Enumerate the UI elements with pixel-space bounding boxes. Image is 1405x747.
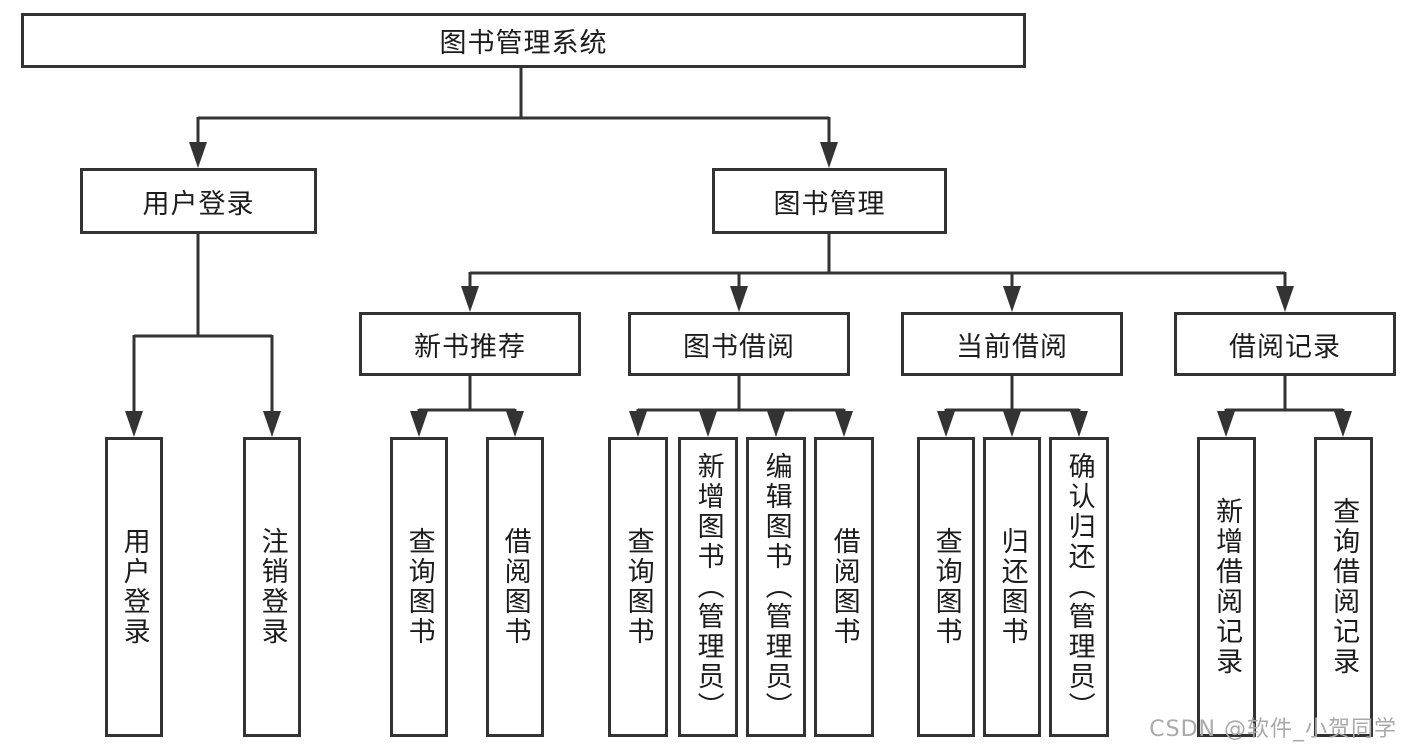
arrowhead (189, 142, 207, 168)
node-current-borrow: 当前借阅 (901, 312, 1123, 376)
leaf-edit-book-admin: 编辑图书（管理员） (746, 437, 806, 737)
leaf-add-book-admin: 新增图书（管理员） (678, 437, 738, 737)
arrowhead (820, 142, 838, 168)
arrowhead (1276, 286, 1294, 312)
leaf-borrow-book: 借阅图书 (814, 437, 874, 737)
leaf-logout-label: 注销登录 (256, 527, 288, 647)
leaf-query-borrow-record-label: 查询借阅记录 (1328, 497, 1360, 677)
leaf-return-book-label: 归还图书 (996, 527, 1028, 647)
leaf-query-books-borrow: 查询图书 (608, 437, 668, 737)
arrowhead (263, 411, 281, 437)
leaf-add-book-admin-label: 新增图书（管理员） (692, 452, 724, 722)
connector-new-books-to-leaves (410, 376, 524, 437)
leaf-query-books-borrow-label: 查询图书 (622, 527, 654, 647)
leaf-edit-book-admin-label: 编辑图书（管理员） (760, 452, 792, 722)
arrowhead (461, 286, 479, 312)
node-book-borrow: 图书借阅 (628, 312, 850, 376)
arrowhead (629, 411, 647, 437)
leaf-return-book: 归还图书 (983, 437, 1041, 737)
arrowhead (1334, 411, 1352, 437)
connector-borrow-records-to-leaves (1217, 376, 1352, 437)
connector-current-borrow-to-leaves (937, 376, 1088, 437)
leaf-borrow-book-label: 借阅图书 (828, 527, 860, 647)
node-new-book-recommend: 新书推荐 (359, 312, 581, 376)
arrowhead (1217, 411, 1235, 437)
leaf-confirm-return-admin: 确认归还（管理员） (1049, 437, 1109, 737)
leaf-query-books-recommend: 查询图书 (390, 437, 448, 737)
arrowhead (506, 411, 524, 437)
leaf-borrow-books-recommend-label: 借阅图书 (499, 527, 531, 647)
leaf-logout: 注销登录 (243, 437, 301, 737)
arrowhead (1070, 411, 1088, 437)
leaf-add-borrow-record-label: 新增借阅记录 (1211, 497, 1243, 677)
leaf-user-login-label: 用户登录 (118, 527, 150, 647)
connector-root-to-level2 (189, 68, 838, 168)
leaf-borrow-books-recommend: 借阅图书 (486, 437, 544, 737)
arrowhead (1003, 286, 1021, 312)
arrowhead (730, 286, 748, 312)
leaf-query-books-current-label: 查询图书 (930, 527, 962, 647)
node-library-system: 图书管理系统 (21, 13, 1026, 68)
arrowhead (1003, 411, 1021, 437)
arrowhead (937, 411, 955, 437)
node-book-management: 图书管理 (712, 168, 947, 234)
watermark: CSDN @软件_小贺同学 (1149, 717, 1397, 742)
leaf-query-borrow-record: 查询借阅记录 (1314, 437, 1373, 737)
leaf-query-books-recommend-label: 查询图书 (403, 527, 435, 647)
arrowhead (767, 411, 785, 437)
node-borrow-records: 借阅记录 (1174, 312, 1396, 376)
leaf-user-login: 用户登录 (105, 437, 163, 737)
node-user-login: 用户登录 (80, 168, 317, 234)
arrowhead (835, 411, 853, 437)
arrowhead (125, 411, 143, 437)
arrowhead (410, 411, 428, 437)
arrowhead (699, 411, 717, 437)
connector-book-borrow-to-leaves (629, 376, 853, 437)
leaf-add-borrow-record: 新增借阅记录 (1197, 437, 1256, 737)
connector-user-login-to-leaves (125, 234, 281, 437)
connector-book-mgmt-to-level3 (461, 234, 1294, 312)
leaf-query-books-current: 查询图书 (917, 437, 975, 737)
leaf-confirm-return-admin-label: 确认归还（管理员） (1063, 452, 1095, 722)
